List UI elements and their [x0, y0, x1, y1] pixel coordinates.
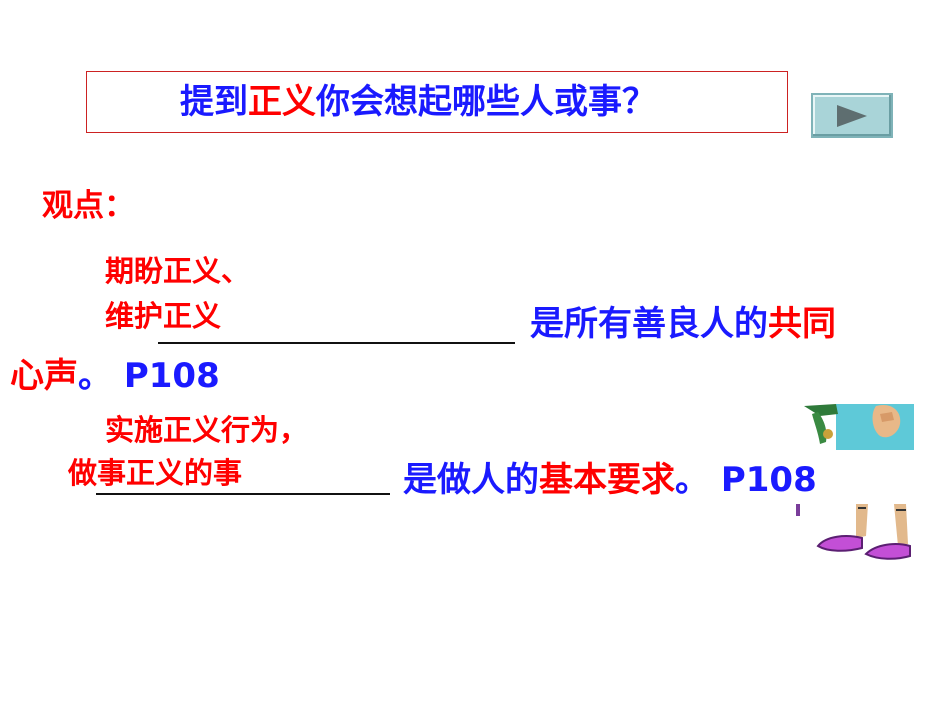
fill-blank-1 — [158, 342, 515, 344]
cartoon-figure-icon — [796, 404, 914, 560]
statement-1-first-line: 是所有善良人的共同 — [530, 302, 836, 346]
title-part-3: 你会想起哪些人或事？ — [316, 82, 656, 122]
viewpoint-label: 观点： — [42, 188, 135, 224]
statement-2-reference: 。 P108 — [675, 460, 817, 500]
answer-1-line-2: 维护正义 — [105, 299, 222, 333]
question-title: 提到正义你会想起哪些人或事？ — [180, 80, 656, 124]
statement-2-text-a: 是做人的 — [403, 460, 539, 500]
title-keyword: 正义 — [248, 82, 316, 122]
statement-1-text-a: 是所有善良人的 — [530, 304, 768, 344]
title-frame — [86, 71, 788, 133]
statement-1-keyword: 共同 — [768, 304, 836, 344]
next-slide-button[interactable] — [811, 93, 893, 138]
statement-1-reference: 。 P108 — [78, 356, 220, 396]
statement-2: 是做人的基本要求。 P108 — [403, 458, 817, 502]
statement-1-second-line: 心声。 P108 — [10, 354, 220, 398]
title-part-1: 提到 — [180, 82, 248, 122]
fill-blank-2 — [96, 493, 390, 495]
answer-1-line-1: 期盼正义、 — [105, 254, 251, 288]
statement-1-keyword-2: 心声 — [10, 356, 78, 396]
statement-2-keyword: 基本要求 — [539, 460, 675, 500]
answer-2-line-2: 做事正义的事 — [68, 456, 243, 490]
answer-2-line-1: 实施正义行为， — [105, 413, 309, 447]
play-triangle-icon — [837, 105, 867, 127]
